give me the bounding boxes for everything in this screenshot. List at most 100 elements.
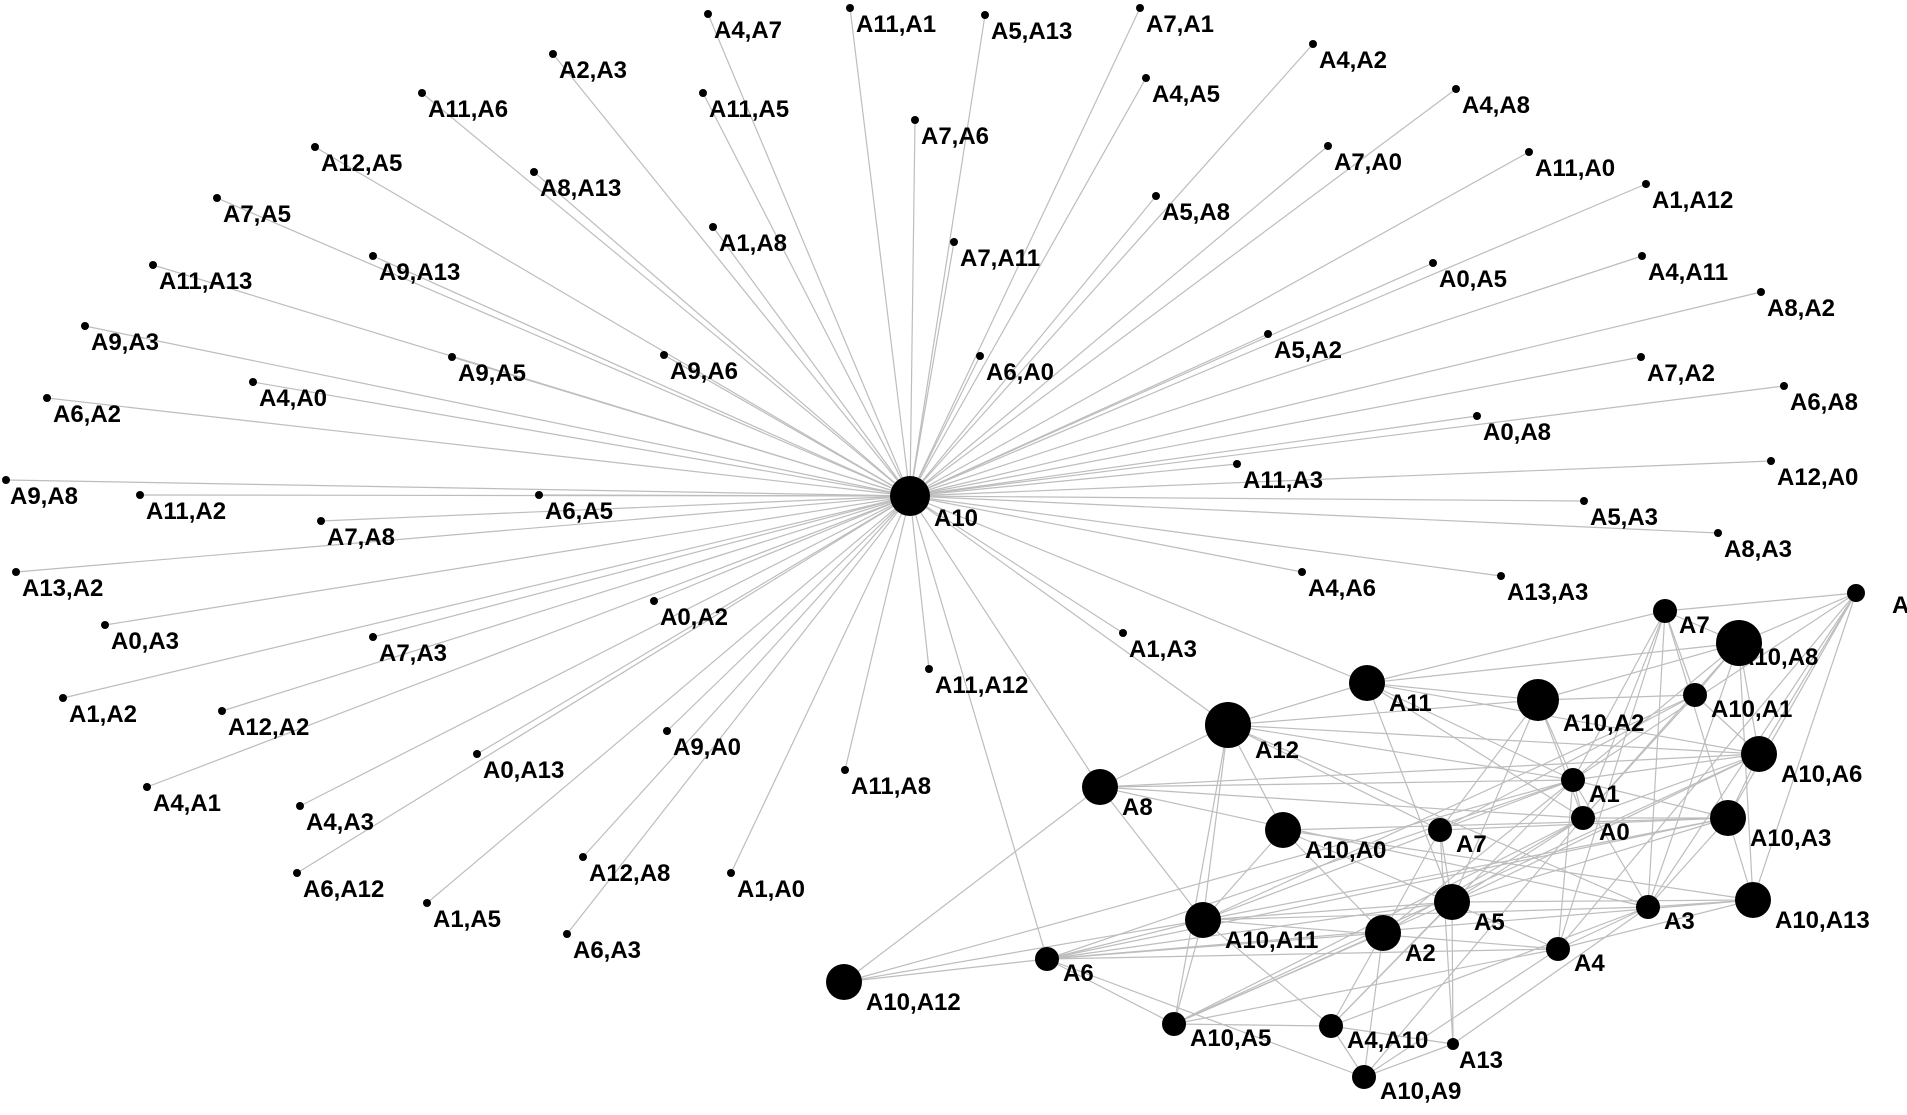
node-a11-a6[interactable] [418,89,426,97]
node-a1-a12[interactable] [1642,180,1650,188]
node-a5-a8[interactable] [1152,192,1160,200]
node-a4-a2[interactable] [1309,40,1317,48]
node-a7[interactable] [1428,818,1452,842]
node-a10-a5[interactable] [1162,1012,1186,1036]
edge-a10-to-a6-a0 [909,355,981,497]
label-a11-a2: A11,A2 [146,498,226,525]
node-a11-a2[interactable] [136,491,144,499]
node-a7b[interactable] [1653,599,1677,623]
node-a1[interactable] [1561,768,1585,792]
edge-a10-to-a11-a12 [909,495,930,670]
node-a0-a3[interactable] [101,621,109,629]
node-a7-a6[interactable] [911,116,919,124]
node-a4-a8[interactable] [1452,85,1460,93]
node-a10-a6[interactable] [1741,736,1777,772]
node-a9-a3[interactable] [81,322,89,330]
node-a10-a2[interactable] [1517,679,1559,721]
node-a5-a2[interactable] [1264,330,1272,338]
node-a7-a3[interactable] [369,633,377,641]
node-a0-a8[interactable] [1473,412,1481,420]
node-a10[interactable] [890,476,930,516]
node-a9-a5[interactable] [448,353,456,361]
node-a6-a8[interactable] [1780,382,1788,390]
node-a11[interactable] [1349,665,1385,701]
node-a7-a1[interactable] [1136,4,1144,12]
node-a4[interactable] [1546,937,1570,961]
node-a6-a0[interactable] [976,352,984,360]
node-a6-a5[interactable] [535,491,543,499]
edge-a10-a13-to-a9 [1752,592,1857,901]
node-a9-a13[interactable] [369,252,377,260]
node-a4-a10[interactable] [1319,1014,1343,1038]
node-a12-a0[interactable] [1767,457,1775,465]
edge-a8-to-a1 [1099,779,1574,788]
node-a11-a8[interactable] [841,766,849,774]
node-a7-a11[interactable] [950,238,958,246]
node-a12[interactable] [1205,702,1251,748]
node-a3[interactable] [1636,895,1660,919]
node-a11-a12[interactable] [925,665,933,673]
node-a0-a13[interactable] [473,750,481,758]
node-a10-a12[interactable] [826,964,862,1000]
node-a13-a2[interactable] [12,568,20,576]
node-a4-a0[interactable] [249,378,257,386]
node-a4-a3[interactable] [296,802,304,810]
node-a1-a5[interactable] [423,899,431,907]
node-a0-a5[interactable] [1429,259,1437,267]
label-a5: A5 [1474,909,1505,936]
node-a4-a11[interactable] [1638,252,1646,260]
node-a7-a5[interactable] [213,194,221,202]
node-a6-a12[interactable] [293,869,301,877]
node-a7-a2[interactable] [1637,353,1645,361]
edge-a11-to-a7b [1366,610,1666,684]
node-a12-a5[interactable] [311,143,319,151]
node-a4-a5[interactable] [1142,74,1150,82]
node-a12-a2[interactable] [218,707,226,715]
node-a9[interactable] [1847,584,1865,602]
node-a1-a3[interactable] [1119,629,1127,637]
node-a5-a13[interactable] [981,11,989,19]
node-a11-a0[interactable] [1525,148,1533,156]
node-a12-a8[interactable] [579,853,587,861]
node-a10-a0[interactable] [1265,812,1301,848]
node-a13[interactable] [1447,1038,1459,1050]
node-a7-a8[interactable] [317,517,325,525]
node-a11-a13[interactable] [149,261,157,269]
node-a6-a2[interactable] [43,394,51,402]
node-a8-a13[interactable] [530,168,538,176]
node-a13-a3[interactable] [1497,572,1505,580]
edge-a10-to-a7-a6 [909,119,916,497]
node-a11-a3[interactable] [1233,460,1241,468]
node-a2-a3[interactable] [549,50,557,58]
node-a10-a13[interactable] [1735,882,1771,918]
node-a5-a3[interactable] [1580,497,1588,505]
node-a1-a2[interactable] [59,694,67,702]
edge-a12-to-a10-a6 [1227,724,1760,755]
node-a9-a8[interactable] [2,476,10,484]
node-a4-a1[interactable] [143,783,151,791]
node-a1-a0[interactable] [727,869,735,877]
node-a2[interactable] [1365,915,1401,951]
node-a10-a8[interactable] [1716,620,1762,666]
edge-a10-a11-to-a10-a1 [1202,694,1696,921]
node-a10-a1[interactable] [1683,683,1707,707]
node-a9-a6[interactable] [660,351,668,359]
node-a8-a3[interactable] [1714,529,1722,537]
node-a10-a11[interactable] [1185,902,1221,938]
node-a7-a0[interactable] [1324,142,1332,150]
node-a1-a8[interactable] [709,223,717,231]
node-a10-a9[interactable] [1352,1065,1376,1089]
node-a0-a2[interactable] [650,597,658,605]
node-a0[interactable] [1571,806,1595,830]
node-a8[interactable] [1082,769,1118,805]
node-a5[interactable] [1434,884,1470,920]
node-a11-a5[interactable] [699,89,707,97]
node-a6-a3[interactable] [563,930,571,938]
node-a4-a7[interactable] [704,10,712,18]
node-a10-a3[interactable] [1710,800,1746,836]
node-a11-a1[interactable] [846,4,854,12]
node-a9-a0[interactable] [663,727,671,735]
node-a4-a6[interactable] [1298,568,1306,576]
node-a6[interactable] [1035,947,1059,971]
node-a8-a2[interactable] [1757,288,1765,296]
